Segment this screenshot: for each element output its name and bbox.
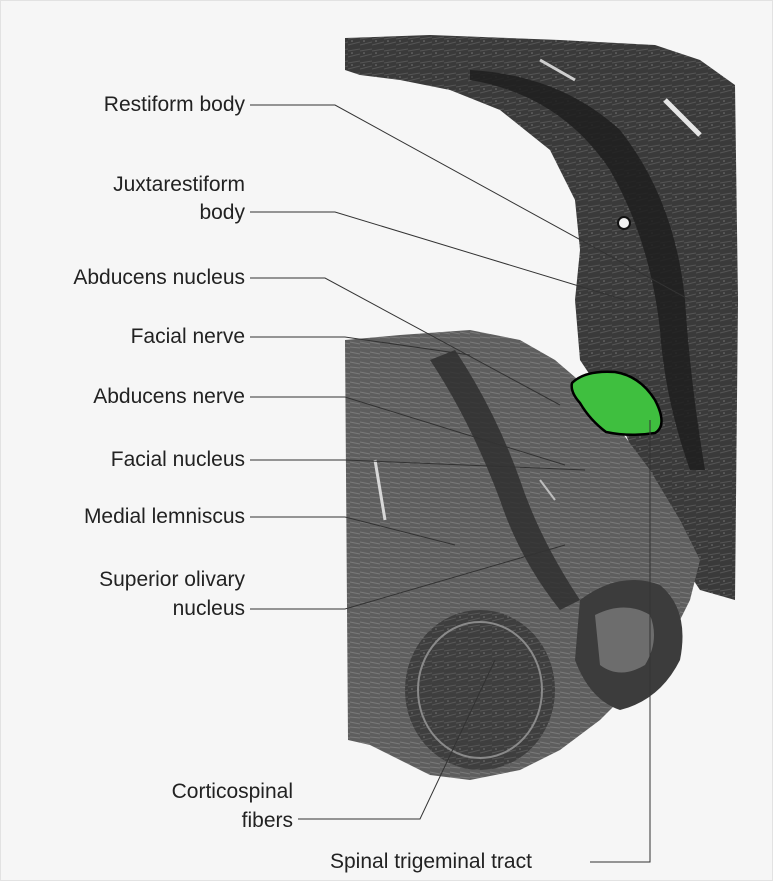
leader-corticospinal — [298, 659, 496, 820]
label-abducens-nerve: Abducens nerve — [93, 385, 245, 408]
leader-lines — [250, 104, 691, 863]
label-facial-nerve: Facial nerve — [130, 325, 245, 348]
label-spinal-trigeminal-tract: Spinal trigeminal tract — [330, 850, 532, 873]
corticospinal-ring — [417, 621, 543, 759]
light-streak — [539, 479, 556, 501]
label-corticospinal-line2: fibers — [241, 809, 293, 832]
restiform-band — [470, 70, 705, 470]
light-streak — [373, 459, 387, 521]
leader-juxtarestiform-body — [250, 211, 626, 301]
lateral-lobe-highlight — [595, 607, 654, 673]
leader-medial-lemniscus — [250, 516, 456, 546]
leader-superior-olivary — [250, 544, 566, 610]
label-juxtarestiform-line1: Juxtarestiform — [113, 173, 245, 196]
leader-facial-nerve — [250, 336, 471, 356]
label-medial-lemniscus: Medial lemniscus — [83, 505, 245, 528]
label-corticospinal-line1: Corticospinal — [171, 780, 293, 803]
leader-abducens-nucleus — [250, 277, 561, 406]
light-streak — [663, 98, 702, 137]
corticospinal-region — [405, 610, 555, 770]
label-superior-olivary-line1: Superior olivary — [99, 568, 245, 591]
brainstem-section-image — [345, 35, 738, 780]
label-facial-nucleus: Facial nucleus — [110, 448, 245, 471]
leader-facial-nucleus — [250, 459, 586, 471]
label-restiform-body: Restiform body — [103, 93, 245, 116]
facial-nucleus-band — [430, 350, 580, 610]
leader-abducens-nerve — [250, 396, 566, 466]
light-streak — [539, 58, 576, 82]
label-abducens-nucleus: Abducens nucleus — [73, 266, 245, 289]
label-superior-olivary-line2: nucleus — [172, 597, 245, 620]
label-juxtarestiform-line2: body — [199, 201, 245, 224]
vessel-spot — [617, 216, 631, 230]
leader-spinal-trigeminal — [590, 420, 651, 863]
abducens-nucleus-highlight — [570, 370, 663, 436]
leader-restiform-body — [250, 104, 691, 301]
